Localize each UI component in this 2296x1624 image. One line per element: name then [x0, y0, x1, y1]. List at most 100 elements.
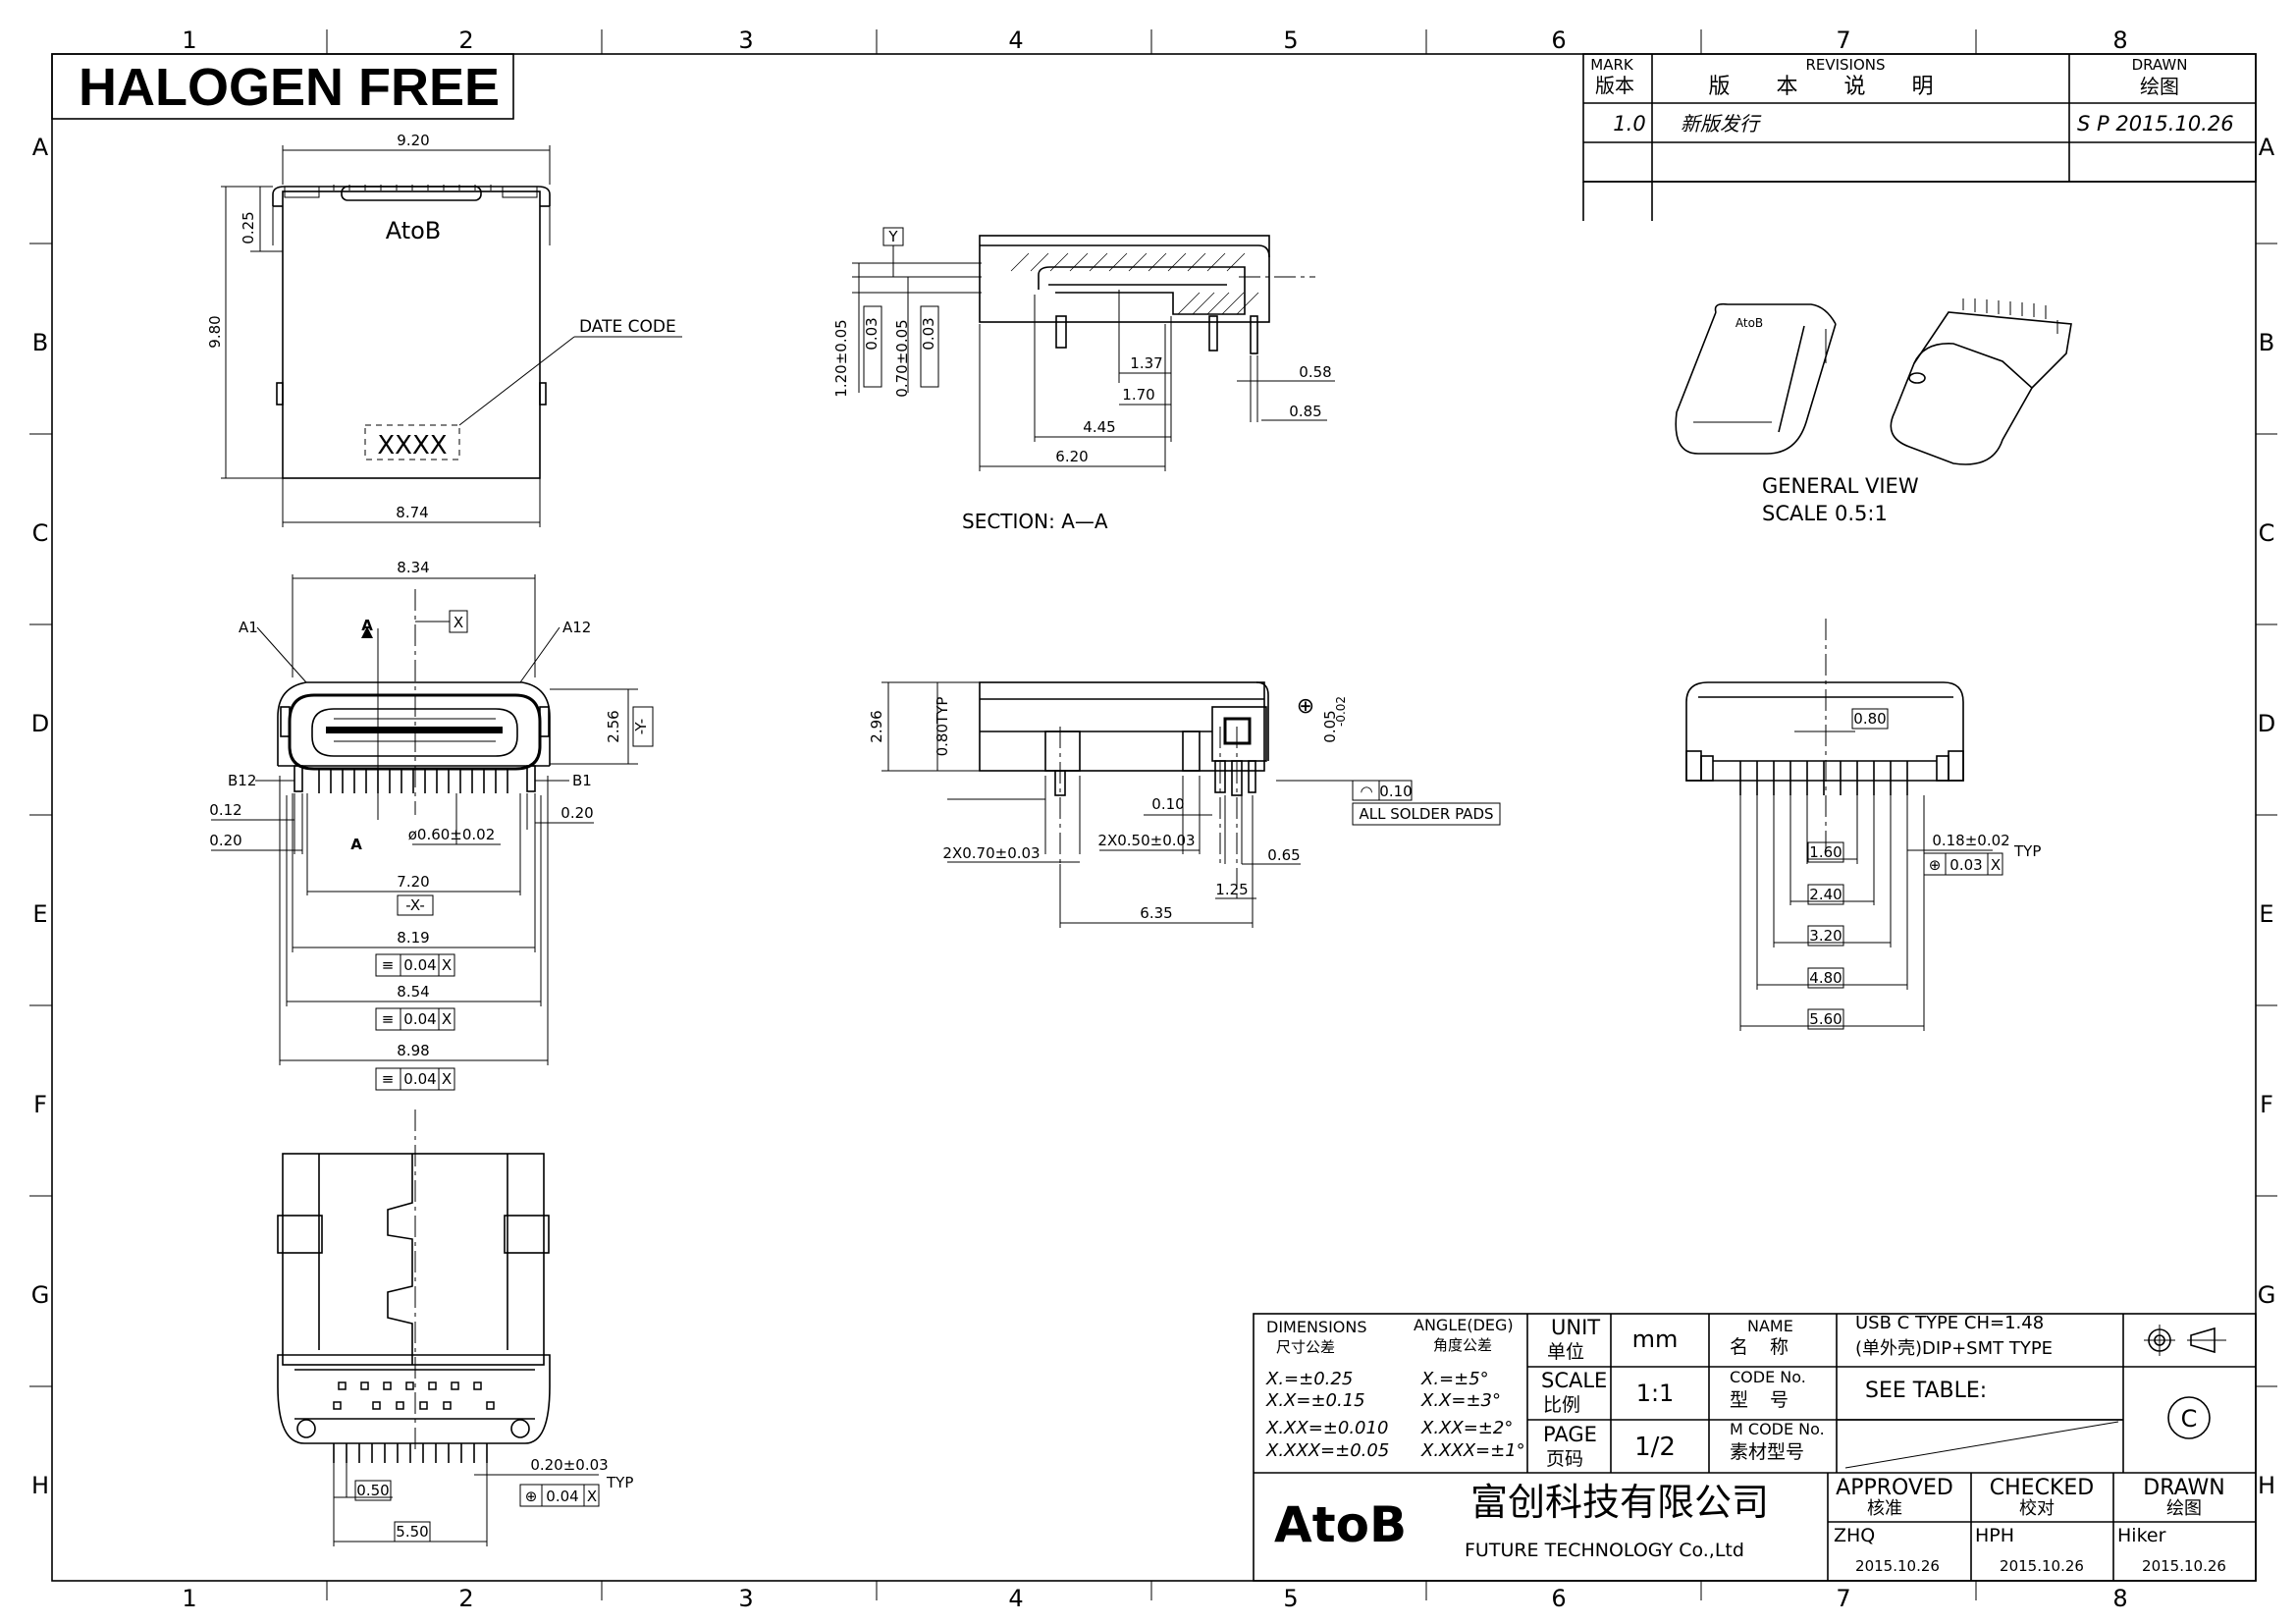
dim-top-width: 9.20	[397, 132, 429, 149]
tb-checked-cn: 校对	[2019, 1498, 2055, 1519]
date-code-value: XXXX	[377, 431, 447, 460]
right-dim-160: 1.60	[1809, 843, 1842, 861]
projection-symbol-icon	[2144, 1325, 2226, 1356]
side-dim-010: 0.10	[1151, 795, 1184, 813]
tb-ang: X.XXX=±1°	[1420, 1440, 1525, 1461]
section-dim-445: 4.45	[1083, 418, 1115, 436]
right-dim-560: 5.60	[1809, 1010, 1842, 1028]
top-view: AtoB XXXX DATE CODE 9.20 0.25 9.80 8.74	[206, 132, 682, 527]
right-dim-pin-width: 0.18±0.02	[1932, 832, 2009, 849]
section-dim-tol2: 0.03	[920, 317, 937, 350]
tb-approved-date: 2015.10.26	[1855, 1557, 1940, 1575]
zone-col-label: 8	[2112, 1585, 2127, 1612]
right-pos-datum: X	[1991, 856, 2001, 874]
dim-front-898: 8.98	[397, 1042, 429, 1059]
svg-text:⊕: ⊕	[525, 1488, 538, 1505]
tb-drawn-date: 2015.10.26	[2142, 1557, 2226, 1575]
dim-top-offset: 0.25	[240, 211, 257, 244]
revisions-table: MARK 版本 REVISIONS 版 本 说 明 DRAWN 绘图 1.0 新…	[1582, 53, 2257, 221]
zone-row-label: C	[2259, 519, 2275, 547]
dim-front-720: 7.20	[397, 873, 429, 891]
general-view-scale: SCALE 0.5:1	[1762, 502, 1888, 525]
dim-front-dia: ø0.60±0.02	[408, 826, 496, 843]
pin-label-b1: B1	[572, 772, 592, 789]
tb-code-label: CODE No.	[1730, 1368, 1806, 1386]
tb-name-label: NAME	[1747, 1317, 1793, 1335]
tb-unit-label: UNIT	[1551, 1316, 1600, 1339]
rev-drawn-label-cn: 绘图	[2140, 75, 2179, 98]
side-tol-pos: 0.05	[1321, 710, 1339, 742]
tb-tol: X.X=±0.15	[1265, 1390, 1365, 1411]
section-dim-tol1: 0.03	[863, 317, 881, 350]
tb-page-value: 1/2	[1634, 1433, 1676, 1462]
dim-top-bottom-width: 8.74	[396, 504, 428, 521]
company-logo: AtoB	[1274, 1496, 1407, 1553]
tb-angle-cn: 角度公差	[1433, 1336, 1492, 1354]
general-view: AtoB GENERAL VIEW SCALE 0.5:1	[1675, 298, 2072, 525]
right-dim-320: 3.20	[1809, 927, 1842, 945]
tb-drawn-cn: 绘图	[2166, 1498, 2202, 1519]
side-dim-pin2: 2X0.50±0.03	[1097, 832, 1195, 849]
bottom-dim-550: 5.50	[396, 1523, 428, 1541]
zone-col-label: 3	[738, 1585, 753, 1612]
tb-tol: X.XX=±0.010	[1265, 1418, 1388, 1438]
side-dim-065: 0.65	[1267, 846, 1300, 864]
zone-row-label: D	[31, 710, 49, 737]
rev-drawn-label: DRAWN	[2132, 56, 2188, 74]
rev-revisions-label-cn: 版 本 说 明	[1709, 75, 1953, 99]
halogen-free-box	[51, 53, 514, 120]
flatness-value: 0.04	[403, 956, 436, 974]
dim-front-819: 8.19	[397, 929, 429, 947]
right-dim-240: 2.40	[1809, 886, 1842, 903]
tb-name-cn: 名 称	[1730, 1336, 1796, 1358]
zone-row-label: C	[32, 519, 49, 547]
zone-ticks	[29, 29, 2277, 1600]
tb-scale-cn: 比例	[1543, 1394, 1580, 1416]
tb-page-cn: 页码	[1546, 1448, 1583, 1470]
zone-col-label: 7	[1836, 1585, 1850, 1612]
section-marker-bottom: A	[350, 836, 362, 853]
svg-text:◠: ◠	[1360, 783, 1372, 800]
tb-mcode-cn: 素材型号	[1730, 1441, 1804, 1463]
side-view: 2.96 0.80TYP ⊕ 0.05 -0.02 ◠ 0.10 ALL SOL…	[868, 681, 1501, 928]
rev-mark-label: MARK	[1590, 56, 1634, 74]
company-name-en: FUTURE TECHNOLOGY Co.,Ltd	[1465, 1540, 1744, 1561]
right-pos-tol: 0.03	[1949, 856, 1982, 874]
dim-front-834: 8.34	[397, 559, 429, 576]
tb-name-value-2: (单外壳)DIP+SMT TYPE	[1855, 1338, 2053, 1359]
top-view-brand-mark: AtoB	[386, 217, 442, 244]
tb-dimensions-cn: 尺寸公差	[1276, 1338, 1335, 1356]
datum-x-box: -X-	[405, 896, 425, 914]
halogen-free-label: HALOGEN FREE	[79, 58, 500, 117]
tb-approved-label: APPROVED	[1836, 1476, 1953, 1500]
zone-row-label: B	[32, 329, 48, 356]
dim-front-020-left: 0.20	[209, 832, 241, 849]
zone-col-label: 1	[182, 1585, 196, 1612]
zone-row-label: A	[2259, 134, 2275, 161]
zone-row-label: H	[31, 1472, 49, 1499]
flatness-value: 0.04	[403, 1070, 436, 1088]
tb-drawn-label: DRAWN	[2143, 1476, 2224, 1500]
datum-x-label: X	[454, 614, 463, 631]
svg-text:≡: ≡	[382, 1010, 395, 1028]
rev-row-drawn: S P 2015.10.26	[2077, 112, 2234, 135]
right-typ: TYP	[2013, 842, 2041, 860]
pin-label-a12: A12	[562, 619, 591, 636]
section-dim-058: 0.58	[1299, 363, 1331, 381]
datum-y-label: -Y-	[632, 719, 650, 734]
bottom-typ: TYP	[606, 1474, 633, 1491]
tb-copyright: C	[2181, 1405, 2198, 1433]
side-solder-pads: ALL SOLDER PADS	[1359, 805, 1493, 823]
pin-label-a1: A1	[239, 619, 258, 636]
flatness-tolerance-frame: ≡ 0.04 X	[375, 953, 455, 977]
zone-row-label: D	[2258, 710, 2275, 737]
section-dim-085: 0.85	[1289, 403, 1321, 420]
tb-mcode-label: M CODE No.	[1730, 1420, 1825, 1438]
dim-top-height: 9.80	[206, 315, 224, 348]
side-dim-125: 1.25	[1215, 881, 1248, 898]
bottom-view: 0.50 5.50 0.20±0.03 ⊕ 0.04 X TYP	[277, 1110, 633, 1546]
section-view: Y 1.20±0.05 0.03 0.70±0.05 0.03 1.37 1.7…	[832, 227, 1335, 533]
zone-row-label: G	[31, 1281, 50, 1309]
tb-checked-label: CHECKED	[1990, 1476, 2094, 1500]
